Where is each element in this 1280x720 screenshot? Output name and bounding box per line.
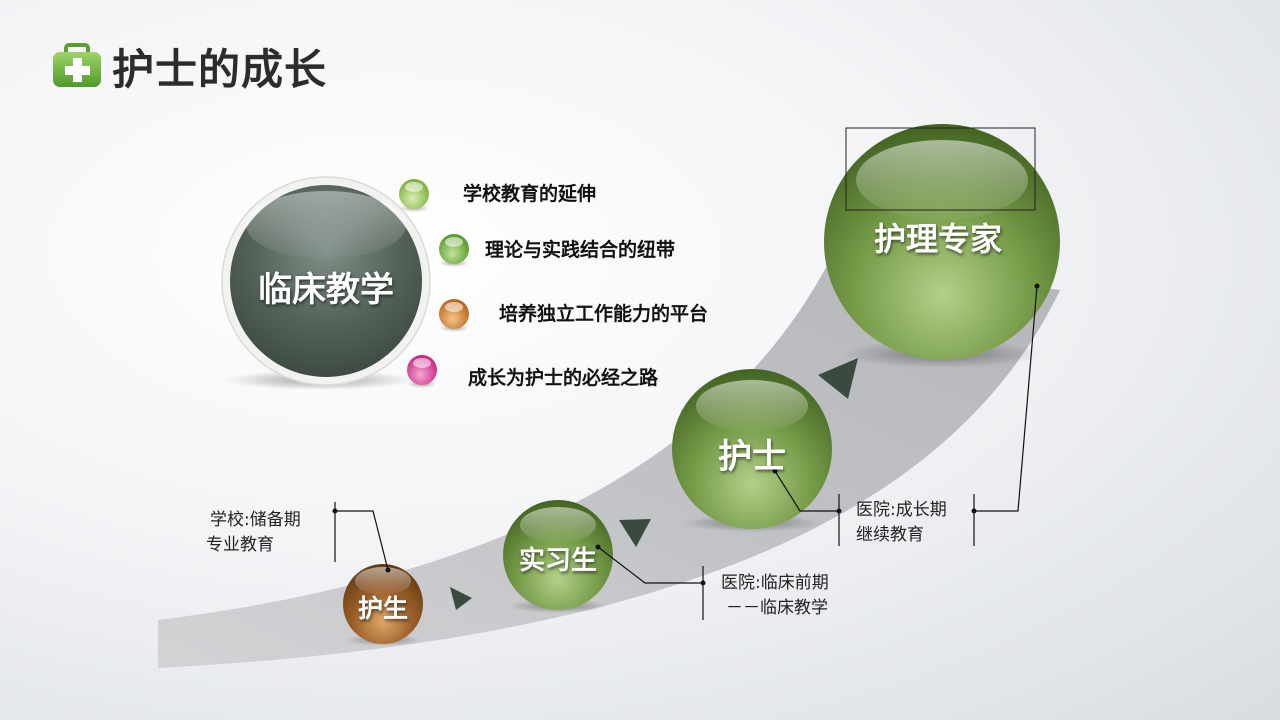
note-school: 学校:储备期 专业教育	[206, 508, 301, 558]
note-clinical-line2: －－临床教学	[726, 598, 828, 618]
stage-label-student-nurse: 护生	[357, 594, 408, 623]
note-growth-line1: 医院:成长期	[856, 500, 947, 520]
stage-ball-intern	[503, 500, 613, 613]
note-clinical-line1: 医院:临床前期	[721, 573, 829, 593]
stage-label-expert: 护理专家	[873, 220, 1002, 258]
note-growth: 医院:成长期 继续教育	[856, 498, 947, 548]
note-school-line1: 学校:储备期	[210, 510, 301, 530]
arrow-marker-1	[450, 587, 472, 610]
page-title: 护士的成长	[112, 44, 328, 94]
arrow-marker-3	[818, 358, 858, 399]
stage-ball-student-nurse	[343, 564, 423, 646]
hub-circle	[221, 176, 431, 390]
header: 护士的成长	[52, 38, 327, 94]
note-school-line2: 专业教育	[206, 535, 274, 555]
first-aid-kit-icon	[53, 43, 101, 87]
bullet-dot-4	[407, 355, 437, 388]
connector-growth	[774, 285, 1038, 546]
stage-ball-nurse	[672, 369, 832, 532]
bullet-label-2: 理论与实践结合的纽带	[485, 239, 676, 261]
bullet-label-1: 学校教育的延伸	[463, 183, 597, 205]
stage-label-nurse: 护士	[718, 437, 786, 477]
bullet-label-3: 培养独立工作能力的平台	[499, 303, 709, 325]
bullet-label-4: 成长为护士的必经之路	[468, 367, 659, 389]
bullet-dot-1	[399, 179, 429, 212]
note-growth-line2: 继续教育	[856, 525, 924, 545]
stage-label-intern: 实习生	[518, 546, 597, 576]
bullet-dot-3	[439, 299, 469, 332]
stage-ball-expert	[824, 124, 1060, 368]
connector-clinical	[597, 546, 704, 620]
connector-school	[334, 502, 389, 571]
arrow-marker-2	[619, 519, 651, 547]
note-clinical: 医院:临床前期 －－临床教学	[721, 571, 829, 621]
growth-road	[158, 260, 1060, 668]
bullet-dot-2	[439, 234, 469, 267]
selection-box	[845, 127, 1036, 211]
hub-label: 临床教学	[258, 270, 394, 310]
